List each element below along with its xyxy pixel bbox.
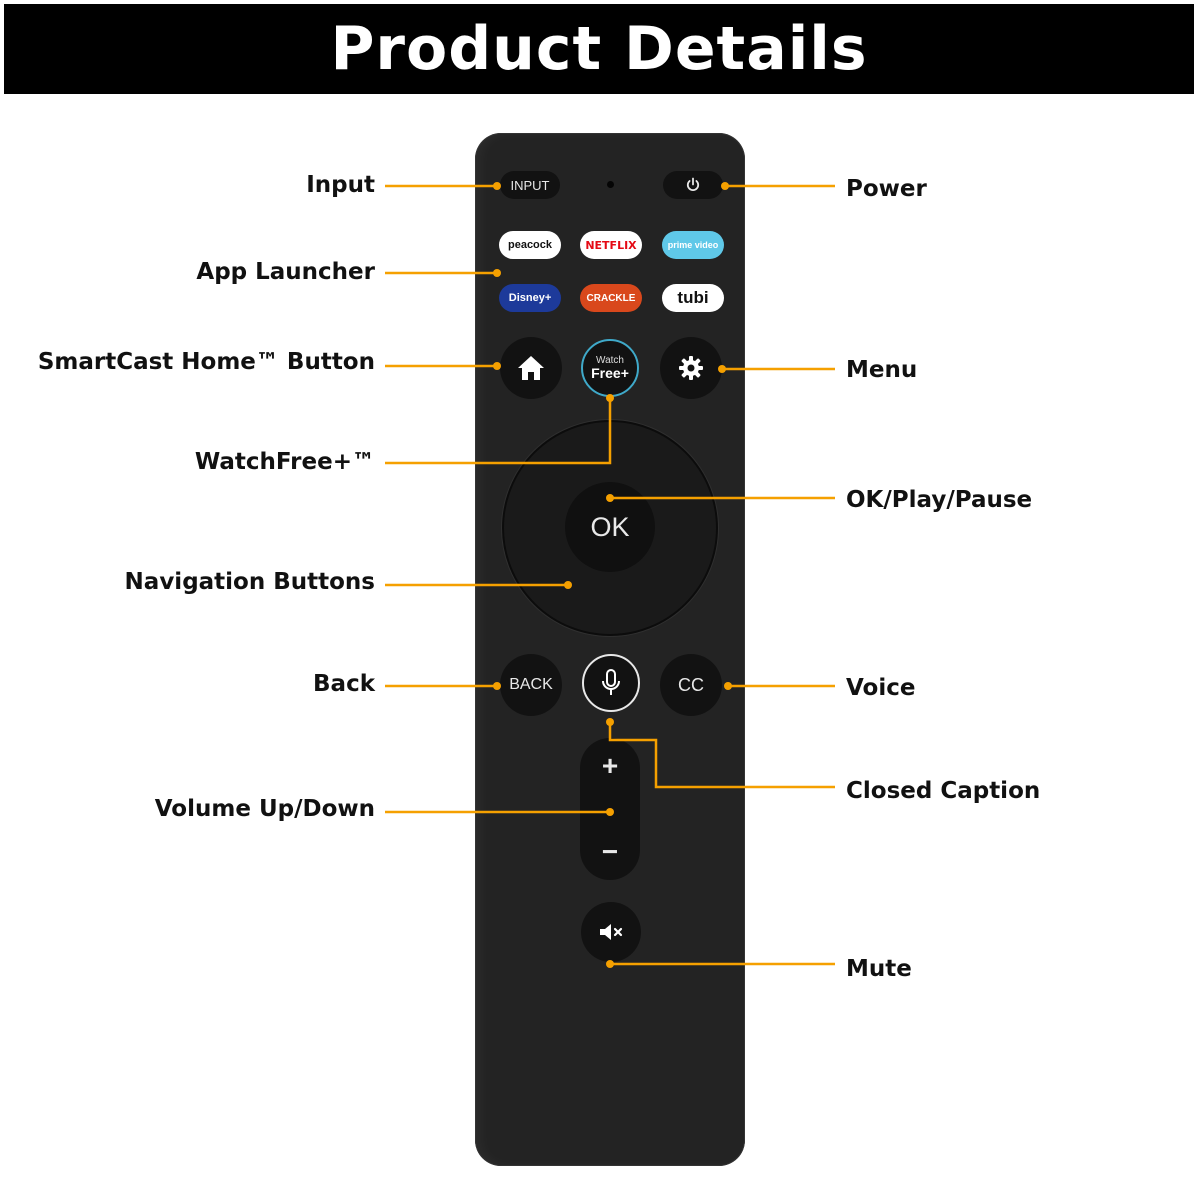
page-title: Product Details: [330, 14, 868, 84]
volume-up-button[interactable]: +: [601, 750, 619, 781]
label-voice: Voice: [846, 675, 916, 701]
menu-button[interactable]: [660, 337, 722, 399]
volume-down-button[interactable]: −: [601, 836, 619, 867]
watchfree-top-label: Watch: [596, 355, 624, 366]
callout-line-closed-caption: [608, 722, 835, 789]
mute-icon: [600, 924, 623, 940]
app-crackle-label: CRACKLE: [586, 292, 636, 304]
label-menu: Menu: [846, 357, 918, 383]
label-mute: Mute: [846, 956, 912, 982]
app-prime-video-button[interactable]: prime video: [662, 231, 724, 259]
app-disney-label: Disney+: [508, 292, 552, 304]
ok-button-label: OK: [590, 511, 630, 542]
app-prime-video-label: prime video: [667, 240, 719, 250]
app-netflix-button[interactable]: NETFLIX: [580, 231, 642, 259]
app-tubi-button[interactable]: tubi: [662, 284, 724, 312]
label-power: Power: [846, 176, 927, 202]
label-back: Back: [313, 671, 375, 697]
power-icon: [686, 177, 700, 192]
watchfree-bottom-label: Free+: [591, 365, 629, 381]
input-button-label: INPUT: [510, 177, 550, 193]
gear-icon: [679, 356, 703, 380]
label-navigation: Navigation Buttons: [124, 569, 375, 595]
cc-button-label: CC: [678, 674, 704, 695]
home-button[interactable]: [500, 337, 562, 399]
watchfree-button[interactable]: Watch Free+: [581, 339, 639, 397]
label-ok-play-pause: OK/Play/Pause: [846, 487, 1033, 513]
back-button[interactable]: BACK: [500, 654, 562, 716]
app-tubi-label: tubi: [677, 288, 709, 307]
indicator-led: [607, 181, 614, 188]
back-button-label: BACK: [509, 676, 553, 693]
label-volume: Volume Up/Down: [154, 796, 375, 822]
app-netflix-label: NETFLIX: [585, 238, 637, 252]
label-app-launcher: App Launcher: [196, 259, 375, 285]
label-closed-caption: Closed Caption: [846, 778, 1041, 804]
mute-button[interactable]: [581, 902, 641, 962]
app-peacock-button[interactable]: peacock: [499, 231, 561, 259]
callout-line-watchfree: [385, 398, 612, 465]
voice-button[interactable]: [582, 654, 640, 712]
title-banner: Product Details: [4, 4, 1194, 94]
label-input: Input: [306, 172, 375, 198]
app-peacock-label: peacock: [507, 239, 553, 251]
label-watchfree: WatchFree+™: [194, 449, 375, 475]
app-disney-button[interactable]: Disney+: [499, 284, 561, 312]
power-button[interactable]: [663, 171, 723, 199]
microphone-icon: [602, 669, 620, 695]
home-icon: [518, 356, 544, 380]
label-smartcast-home: SmartCast Home™ Button: [37, 349, 375, 375]
app-crackle-button[interactable]: CRACKLE: [580, 284, 642, 312]
input-button[interactable]: INPUT: [500, 171, 560, 199]
cc-button[interactable]: CC: [660, 654, 722, 716]
